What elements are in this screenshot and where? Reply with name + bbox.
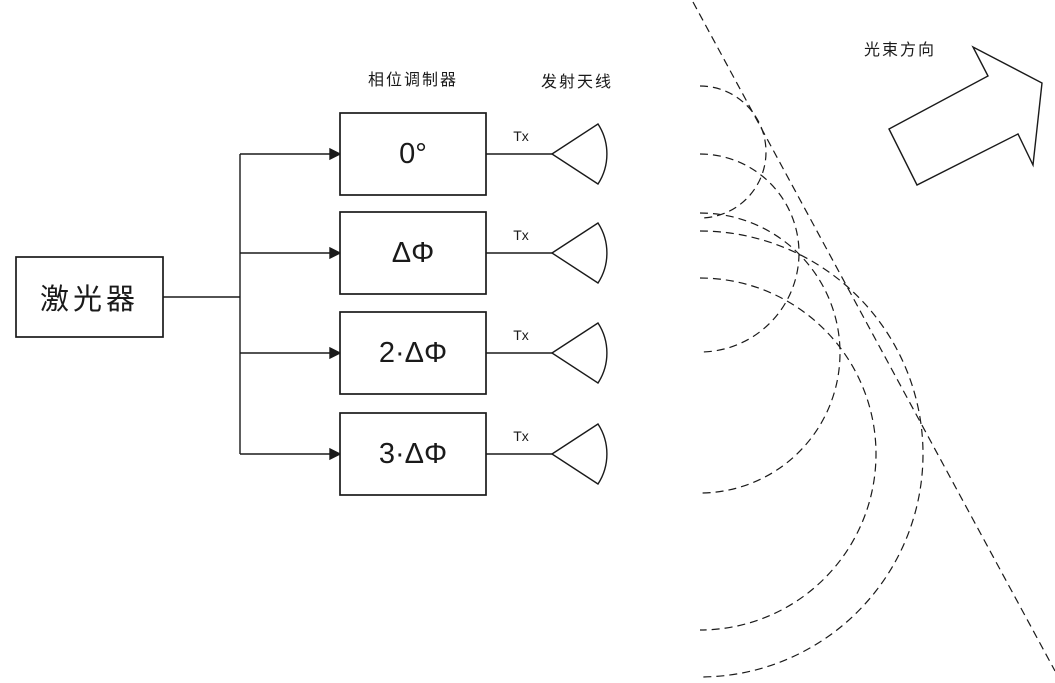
antenna-fan-2 [550, 322, 608, 384]
branch-arrowhead-1 [329, 246, 342, 260]
beam-direction-arrow [888, 45, 1043, 186]
modulator-label-3: 3·ΔΦ [378, 437, 448, 470]
tx-label-2: Tx [513, 327, 529, 343]
antenna-fan-1 [550, 222, 608, 284]
wavefront-arc-1-0 [699, 153, 800, 353]
tx-label-0: Tx [513, 128, 529, 144]
transmit-antenna-column-label: 发射天线 [540, 74, 613, 91]
branch-arrowhead-3 [329, 447, 342, 461]
modulator-box-2 [339, 311, 487, 395]
branch-arrowhead-2 [329, 346, 342, 360]
modulator-label-2: 2·ΔΦ [378, 336, 448, 369]
beam-direction-label: 光束方向 [863, 42, 936, 59]
laser-box [15, 256, 164, 338]
tx-label-1: Tx [513, 227, 529, 243]
modulator-box-3 [339, 412, 487, 496]
wavefront-arc-3-1 [699, 230, 924, 678]
wavefront-arc-2-0 [699, 212, 841, 494]
modulator-box-0 [339, 112, 487, 196]
wavefront-arc-0-0 [699, 85, 767, 219]
branch-arrowhead-0 [329, 147, 342, 161]
antenna-fan-0 [550, 123, 608, 185]
antenna-fan-3 [550, 423, 608, 485]
phase-modulator-column-label: 相位调制器 [367, 72, 458, 89]
wavefront-envelope-line [692, 1, 1055, 672]
modulator-label-1: ΔΦ [391, 236, 435, 269]
modulator-box-1 [339, 211, 487, 295]
tx-label-3: Tx [513, 428, 529, 444]
wavefront-arc-3-0 [699, 277, 877, 631]
laser-label: 激光器 [39, 284, 139, 316]
modulator-label-0: 0° [399, 137, 427, 170]
